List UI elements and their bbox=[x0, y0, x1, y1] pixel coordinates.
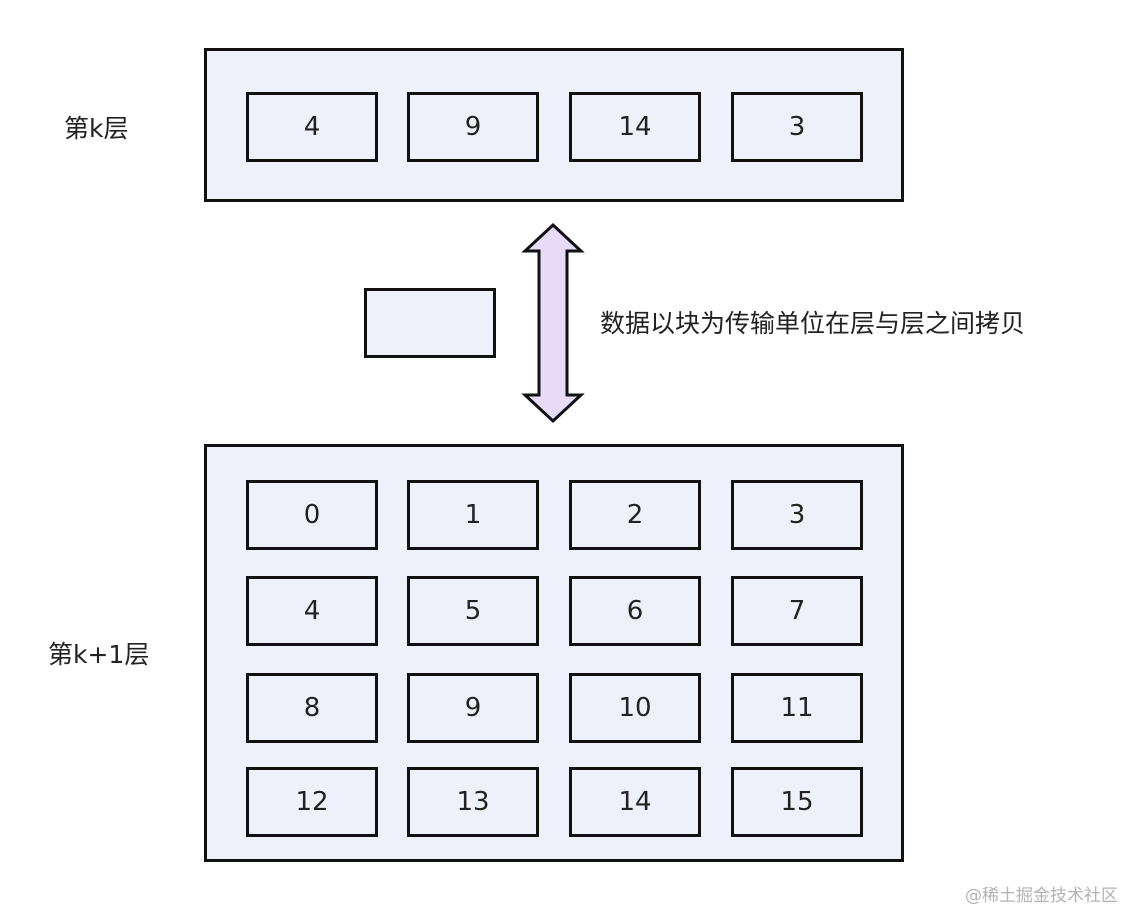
layer-k-plus-1-block: 5 bbox=[407, 576, 539, 646]
layer-k-container: 4 9 14 3 bbox=[204, 48, 904, 202]
layer-k-plus-1-block: 7 bbox=[731, 576, 863, 646]
layer-k-block: 4 bbox=[246, 92, 378, 162]
layer-k-plus-1-block: 13 bbox=[407, 767, 539, 837]
layer-k-plus-1-block: 3 bbox=[731, 480, 863, 550]
layer-k-plus-1-label: 第k+1层 bbox=[48, 640, 150, 669]
layer-k-plus-1-block: 0 bbox=[246, 480, 378, 550]
transfer-block bbox=[364, 288, 496, 358]
layer-k-plus-1-block: 11 bbox=[731, 673, 863, 743]
layer-k-plus-1-block: 15 bbox=[731, 767, 863, 837]
layer-k-plus-1-block: 10 bbox=[569, 673, 701, 743]
layer-k-block: 3 bbox=[731, 92, 863, 162]
layer-k-plus-1-block: 8 bbox=[246, 673, 378, 743]
layer-k-plus-1-block: 4 bbox=[246, 576, 378, 646]
watermark: @稀土掘金技术社区 bbox=[965, 886, 1118, 906]
layer-k-block: 9 bbox=[407, 92, 539, 162]
transfer-annotation: 数据以块为传输单位在层与层之间拷贝 bbox=[600, 309, 1026, 338]
layer-k-label: 第k层 bbox=[64, 114, 129, 143]
layer-k-plus-1-block: 6 bbox=[569, 576, 701, 646]
layer-k-block: 14 bbox=[569, 92, 701, 162]
layer-k-plus-1-block: 1 bbox=[407, 480, 539, 550]
layer-k-plus-1-block: 2 bbox=[569, 480, 701, 550]
double-arrow-icon bbox=[521, 222, 585, 424]
layer-k-plus-1-block: 12 bbox=[246, 767, 378, 837]
layer-k-plus-1-block: 14 bbox=[569, 767, 701, 837]
layer-k-plus-1-block: 9 bbox=[407, 673, 539, 743]
layer-k-plus-1-container: 0 1 2 3 4 5 6 7 8 9 10 11 12 13 14 15 bbox=[204, 444, 904, 862]
